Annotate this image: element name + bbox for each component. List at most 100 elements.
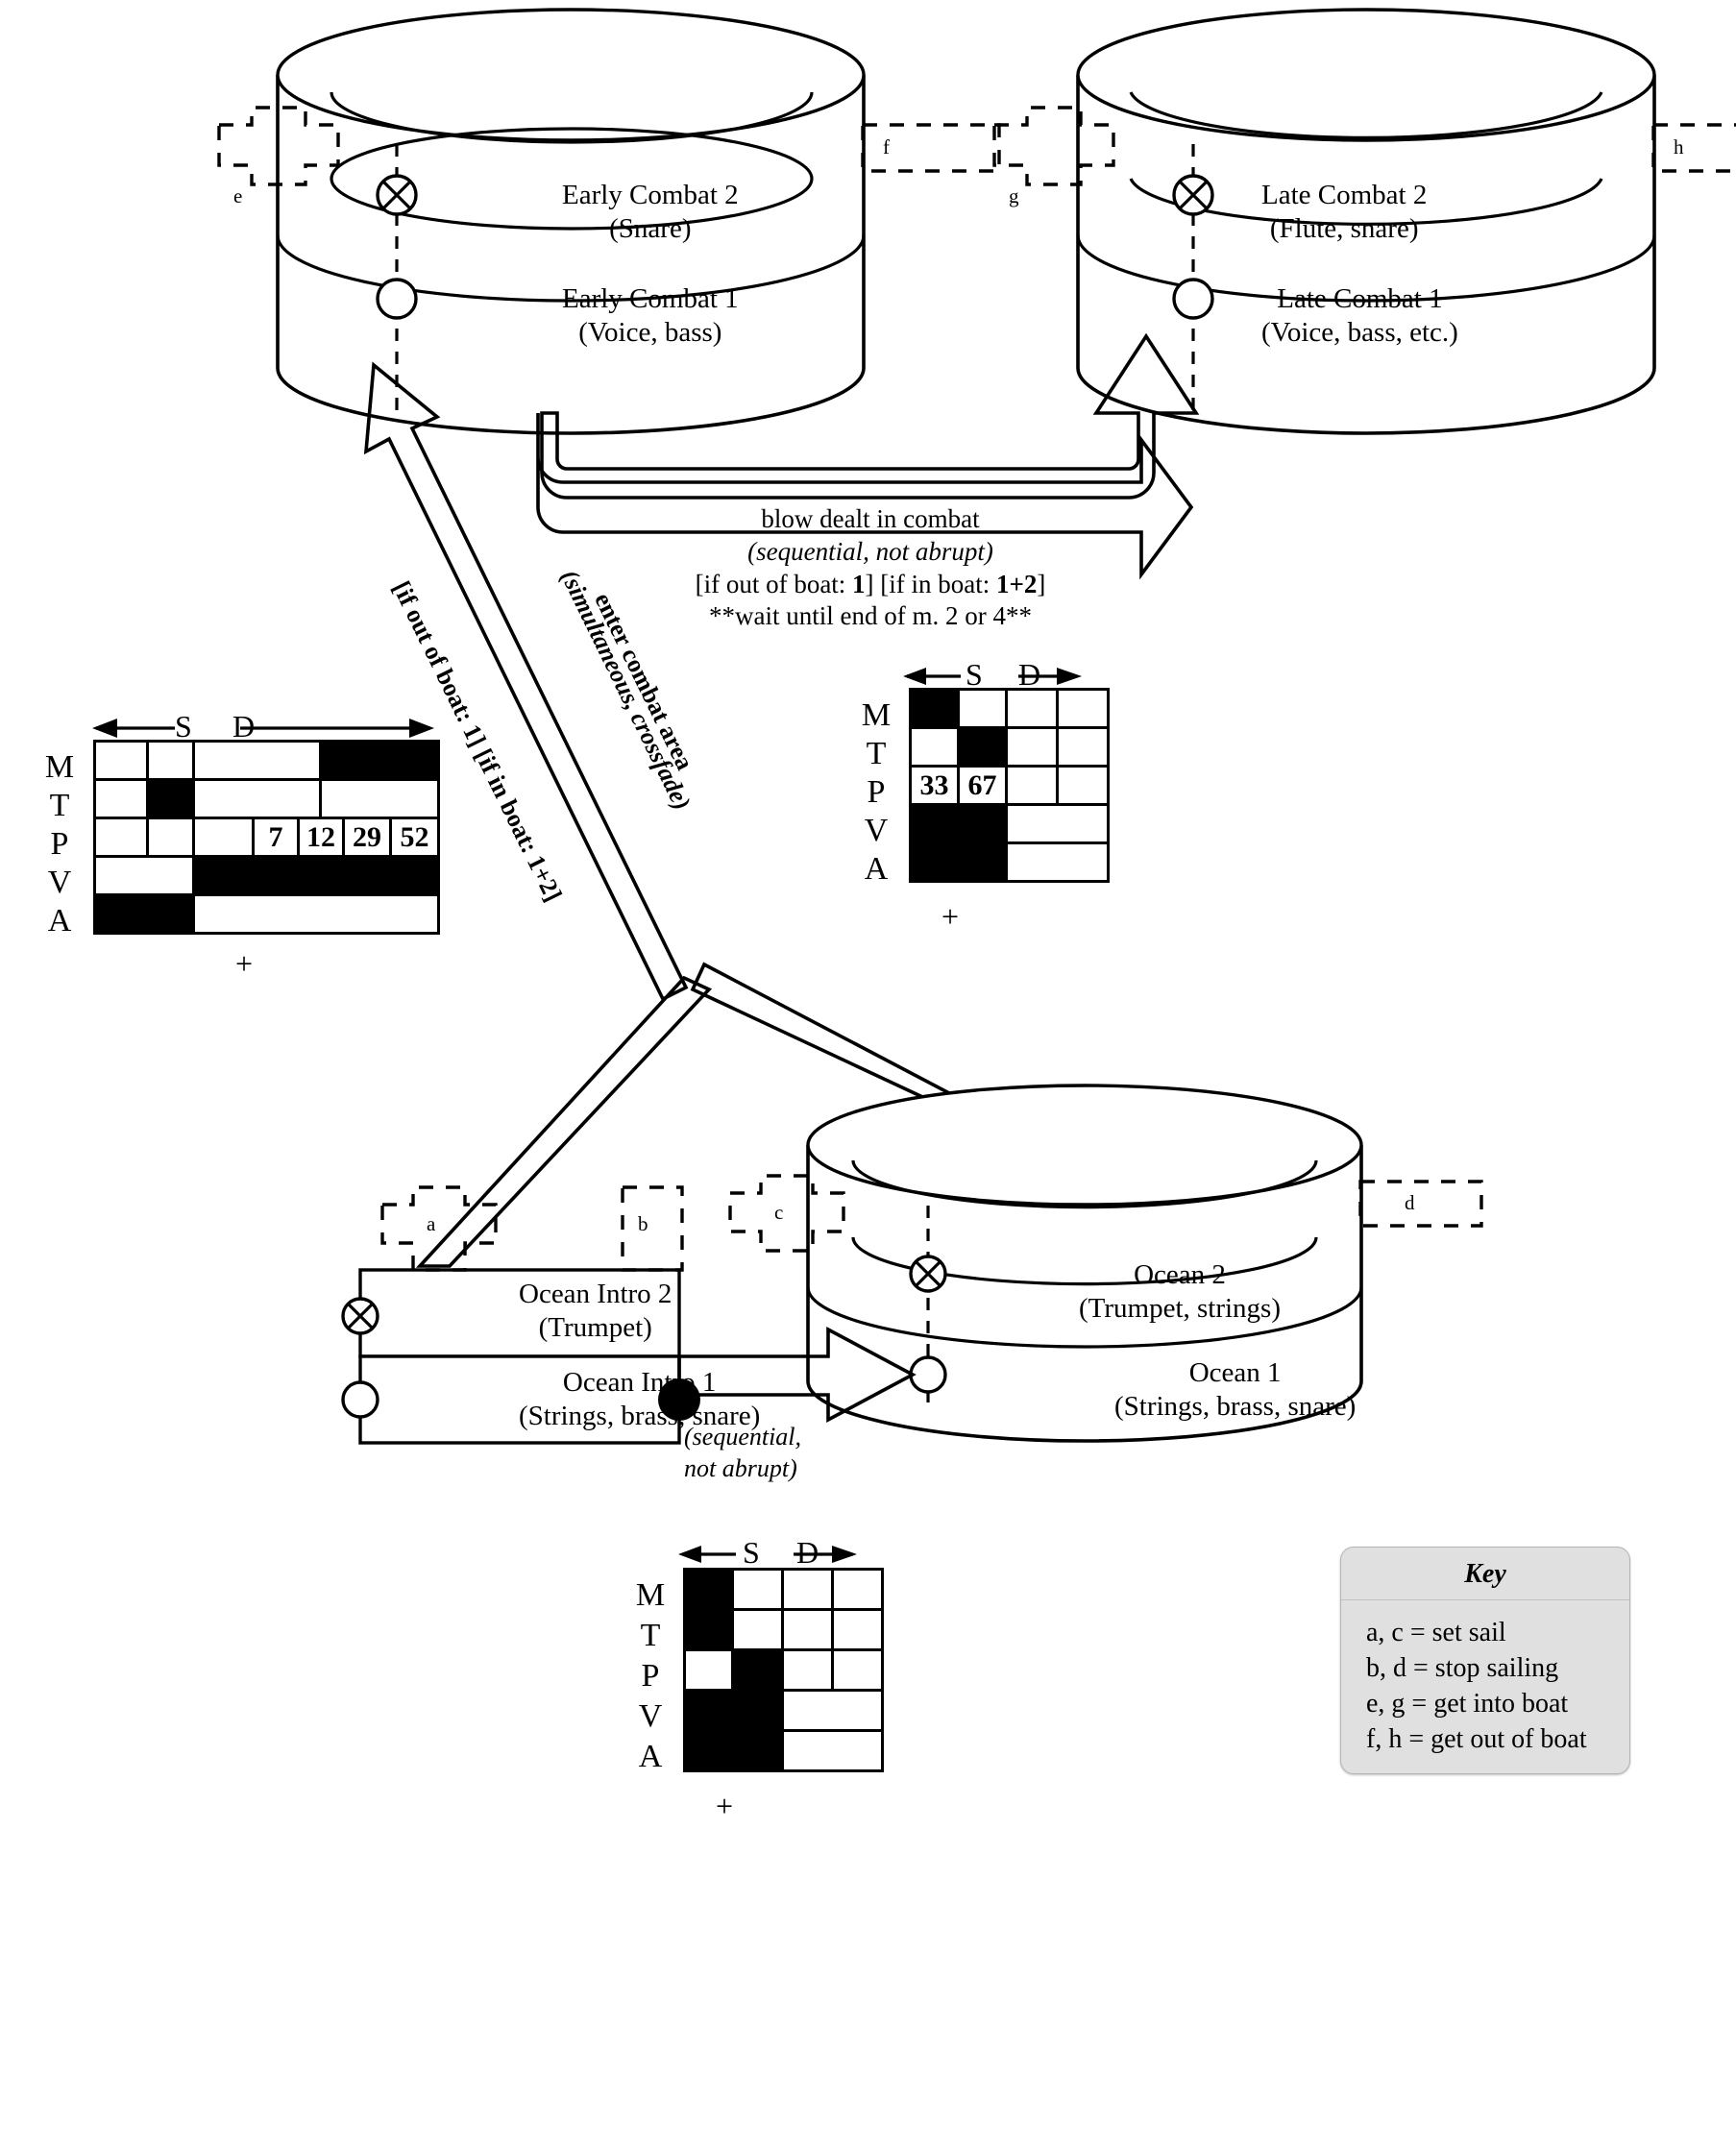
matrix-cell	[322, 781, 440, 819]
matrix-cell	[195, 819, 255, 858]
ocean-intro-2-name: Ocean Intro 2	[519, 1279, 672, 1309]
blow-dealt-line2: (sequential, not abrupt)	[747, 536, 993, 566]
matrix-early-combat-axis	[92, 719, 434, 738]
matrix-cell	[912, 729, 960, 768]
box-ocean-intro	[341, 1185, 700, 1445]
matrix-cell	[686, 1651, 734, 1692]
late-combat-2-title: Late Combat 2 (Flute, snare)	[1261, 179, 1427, 247]
tag-d-rect	[1358, 1180, 1483, 1228]
ocean-intro-2-instruments: (Trumpet)	[538, 1312, 652, 1344]
tag-label-d: d	[1405, 1191, 1415, 1214]
early-combat-1-title: Early Combat 1 (Voice, bass)	[562, 282, 739, 351]
matrix-cell	[686, 1571, 734, 1611]
ocean-1-instruments: (Strings, brass, snare)	[1114, 1391, 1357, 1423]
matrix-early-row-labels: M T P V A	[44, 749, 75, 939]
matrix-cell	[96, 819, 149, 858]
matrix-late-axis-s: S	[966, 657, 983, 692]
matrix-cell	[734, 1611, 784, 1651]
matrix-cell	[96, 858, 195, 896]
matrix-cell	[1008, 806, 1110, 844]
matrix-row	[96, 743, 440, 781]
matrix-cell	[912, 691, 960, 729]
matrix-row	[912, 806, 1110, 844]
matrix-cell	[149, 743, 195, 781]
ocean-intro-1-name: Ocean Intro 1	[562, 1367, 717, 1398]
matrix-cell	[1008, 729, 1059, 768]
tag-g-cross	[992, 106, 1115, 186]
early-combat-2-title: Early Combat 2 (Snare)	[562, 179, 739, 247]
late-combat-1-title: Late Combat 1 (Voice, bass, etc.)	[1261, 282, 1458, 351]
matrix-cell	[96, 781, 149, 819]
matrix-cell	[1059, 729, 1110, 768]
key-list: a, c = set sail b, d = stop sailing e, g…	[1341, 1600, 1629, 1773]
matrix-cell	[1008, 691, 1059, 729]
tag-b-rect	[621, 1185, 684, 1272]
matrix-cell	[1059, 691, 1110, 729]
ocean-1-name: Ocean 1	[1188, 1357, 1282, 1388]
tag-label-h: h	[1674, 135, 1684, 159]
matrix-cell	[195, 858, 440, 896]
matrix-late-plus: +	[941, 899, 960, 934]
blow-dealt-line4: **wait until end of m. 2 or 4**	[709, 601, 1032, 631]
matrix-cell	[195, 781, 322, 819]
matrix-cell-value: 33	[912, 768, 960, 806]
key-item-3: f, h = get out of boat	[1366, 1723, 1587, 1754]
tag-e-cross	[217, 106, 340, 186]
matrix-late-grid: 33 67	[909, 688, 1110, 883]
matrix-cell	[1059, 768, 1110, 806]
filled-junction-dot	[658, 1378, 700, 1421]
matrix-cell-number: 12	[306, 820, 335, 853]
key-item-0: a, c = set sail	[1366, 1618, 1506, 1647]
matrix-cell	[834, 1611, 884, 1651]
tag-label-f: f	[883, 135, 890, 159]
matrix-cell	[686, 1732, 784, 1772]
matrix-cell-value: 67	[960, 768, 1008, 806]
arrow-ocean-intro-to-ocean	[677, 1326, 917, 1424]
tag-h-rect	[1651, 123, 1736, 173]
matrix-cell	[149, 819, 195, 858]
matrix-cell	[734, 1571, 784, 1611]
matrix-cell	[1008, 844, 1110, 883]
matrix-cell-number: 67	[967, 768, 997, 801]
matrix-late-row-labels: M T P V A	[861, 697, 892, 887]
matrix-cell	[96, 896, 195, 935]
matrix-row	[96, 858, 440, 896]
matrix-cell-number: 33	[919, 768, 949, 801]
late-combat-1-name: Late Combat 1	[1277, 283, 1443, 314]
matrix-cell	[686, 1611, 734, 1651]
matrix-cell	[834, 1571, 884, 1611]
matrix-early-axis-s: S	[175, 709, 192, 744]
matrix-ocean-axis-d: D	[796, 1535, 819, 1570]
tag-label-b: b	[638, 1212, 648, 1235]
arrow-enter-combat-area	[363, 361, 713, 1268]
tag-f-rect	[861, 123, 1001, 173]
matrix-cell-value: 52	[392, 819, 440, 858]
matrix-cell	[784, 1732, 884, 1772]
key-item-2: e, g = get into boat	[1366, 1688, 1569, 1719]
matrix-cell-number: 7	[268, 820, 283, 853]
early-combat-1-name: Early Combat 1	[562, 283, 739, 314]
matrix-ocean-axis	[678, 1546, 857, 1563]
early-combat-1-instruments: (Voice, bass)	[578, 317, 722, 349]
late-combat-2-instruments: (Flute, snare)	[1269, 213, 1419, 245]
matrix-row	[686, 1651, 884, 1692]
matrix-cell-value: 7	[255, 819, 300, 858]
matrix-cell	[912, 806, 1008, 844]
ocean-intro-2-title: Ocean Intro 2 (Trumpet)	[519, 1278, 672, 1346]
ocean-intro-1-title: Ocean Intro 1 (Strings, brass, snare)	[519, 1366, 760, 1434]
matrix-ocean-grid	[683, 1568, 884, 1772]
tag-label-e: e	[233, 184, 243, 207]
matrix-row	[686, 1732, 884, 1772]
matrix-cell	[784, 1692, 884, 1732]
matrix-row: 33 67	[912, 768, 1110, 806]
matrix-row	[912, 691, 1110, 729]
matrix-cell	[195, 743, 322, 781]
matrix-row	[96, 781, 440, 819]
early-combat-2-name: Early Combat 2	[562, 180, 739, 210]
arrow-blow-dealt-path	[540, 332, 1200, 500]
ocean-intro-transition-line2: not abrupt)	[684, 1453, 797, 1482]
matrix-cell	[149, 781, 195, 819]
